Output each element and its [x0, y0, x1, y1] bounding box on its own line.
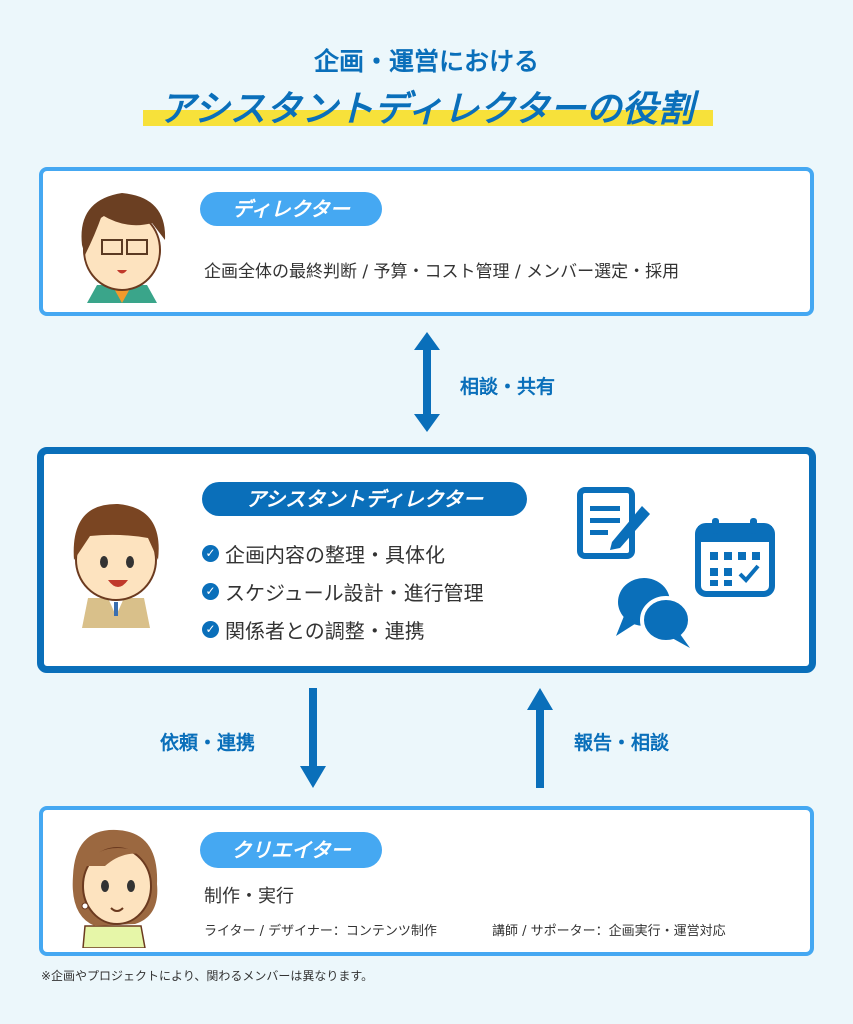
task-item: ✓ 企画内容の整理・具体化 [202, 534, 484, 572]
creator-desc: 制作・実行 [204, 886, 294, 907]
title-line2: アシスタントディレクターの役割 [159, 89, 694, 130]
assistant-avatar-icon [73, 503, 159, 628]
assistant-director-label: アシスタントディレクター [202, 482, 527, 516]
arrow-up-icon [527, 688, 553, 788]
creator-roles-1: ライター / デザイナー：コンテンツ制作 [204, 924, 437, 939]
double-arrow-icon [414, 332, 440, 432]
director-label: ディレクター [200, 192, 382, 226]
creator-avatar-icon [72, 829, 158, 948]
creator-roles-2: 講師 / サポーター：企画実行・運営対応 [492, 924, 726, 939]
arrow-down-icon [300, 688, 326, 788]
task-item: ✓ 関係者との調整・連携 [202, 610, 484, 648]
director-desc: 企画全体の最終判断 / 予算・コスト管理 / メンバー選定・採用 [204, 262, 680, 282]
document-edit-icon [577, 487, 650, 559]
report-consult-label: 報告・相談 [574, 732, 670, 754]
consult-share-label: 相談・共有 [460, 376, 556, 398]
check-icon: ✓ [202, 544, 219, 562]
creator-label: クリエイター [200, 832, 382, 868]
creator-card: クリエイター 制作・実行 ライター / デザイナー：コンテンツ制作 講師 / サ… [39, 806, 814, 956]
task-item: ✓ スケジュール設計・進行管理 [202, 572, 484, 610]
assistant-director-card: アシスタントディレクター ✓ 企画内容の整理・具体化 ✓ スケジュール設計・進行管理… [37, 447, 816, 673]
assistant-task-list: ✓ 企画内容の整理・具体化 ✓ スケジュール設計・進行管理 ✓ 関係者との調整・連携 [202, 534, 484, 648]
title-highlight [143, 110, 713, 126]
task-text: 企画内容の整理・具体化 [225, 542, 445, 567]
title-line1: 企画・運営における [313, 47, 539, 76]
task-text: スケジュール設計・進行管理 [225, 580, 484, 605]
calendar-icon [695, 518, 775, 597]
request-collab-label: 依頼・連携 [160, 732, 256, 754]
director-card: ディレクター 企画全体の最終判断 / 予算・コスト管理 / メンバー選定・採用 [39, 167, 814, 316]
chat-bubbles-icon [616, 578, 692, 648]
check-icon: ✓ [202, 582, 219, 600]
footnote: ※企画やプロジェクトにより、関わるメンバーは異なります。 [41, 969, 374, 983]
check-icon: ✓ [202, 620, 219, 638]
task-text: 関係者との調整・連携 [225, 618, 425, 643]
director-avatar-icon [81, 193, 166, 303]
